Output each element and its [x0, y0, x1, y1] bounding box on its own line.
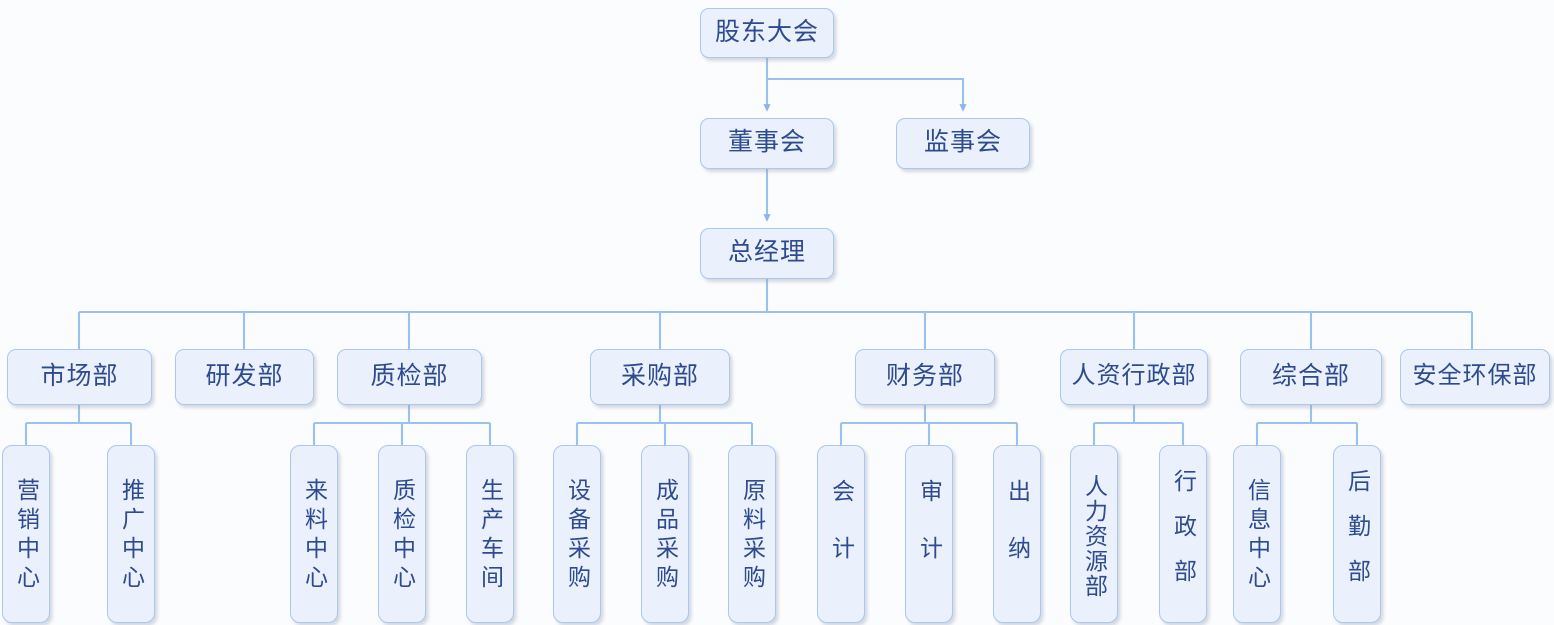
node-unit-logistics-dept[interactable]: 后勤部 — [1333, 445, 1381, 623]
node-unit-cashier[interactable]: 出纳 — [993, 445, 1041, 623]
node-unit-hr-dept[interactable]: 人力资源部 — [1070, 445, 1118, 623]
node-unit-production-workshop[interactable]: 生产车间 — [466, 445, 514, 623]
node-unit-admin-dept[interactable]: 行政部 — [1159, 445, 1207, 623]
node-department-purchase[interactable]: 采购部 — [590, 349, 730, 405]
node-department-qc[interactable]: 质检部 — [337, 349, 482, 405]
node-unit-equipment-purchase[interactable]: 设备采购 — [553, 445, 601, 623]
node-department-finance[interactable]: 财务部 — [855, 349, 995, 405]
node-board-of-supervisors[interactable]: 监事会 — [896, 118, 1030, 169]
node-board-of-directors[interactable]: 董事会 — [700, 118, 834, 169]
node-department-market[interactable]: 市场部 — [7, 349, 152, 405]
node-general-manager[interactable]: 总经理 — [700, 228, 834, 279]
node-department-safety[interactable]: 安全环保部 — [1400, 349, 1550, 405]
node-unit-info-center[interactable]: 信息中心 — [1233, 445, 1281, 623]
node-unit-audit[interactable]: 审计 — [905, 445, 953, 623]
node-department-hr-admin[interactable]: 人资行政部 — [1060, 349, 1208, 405]
node-unit-finished-purchase[interactable]: 成品采购 — [641, 445, 689, 623]
node-unit-sales-center[interactable]: 营销中心 — [2, 445, 50, 623]
node-unit-promotion-center[interactable]: 推广中心 — [107, 445, 155, 623]
node-unit-material-purchase[interactable]: 原料采购 — [728, 445, 776, 623]
node-unit-qc-center[interactable]: 质检中心 — [378, 445, 426, 623]
node-shareholders-meeting[interactable]: 股东大会 — [700, 8, 834, 58]
node-department-general[interactable]: 综合部 — [1240, 349, 1382, 405]
node-unit-accounting[interactable]: 会计 — [817, 445, 865, 623]
node-unit-incoming-center[interactable]: 来料中心 — [290, 445, 338, 623]
node-department-rd[interactable]: 研发部 — [175, 349, 314, 405]
